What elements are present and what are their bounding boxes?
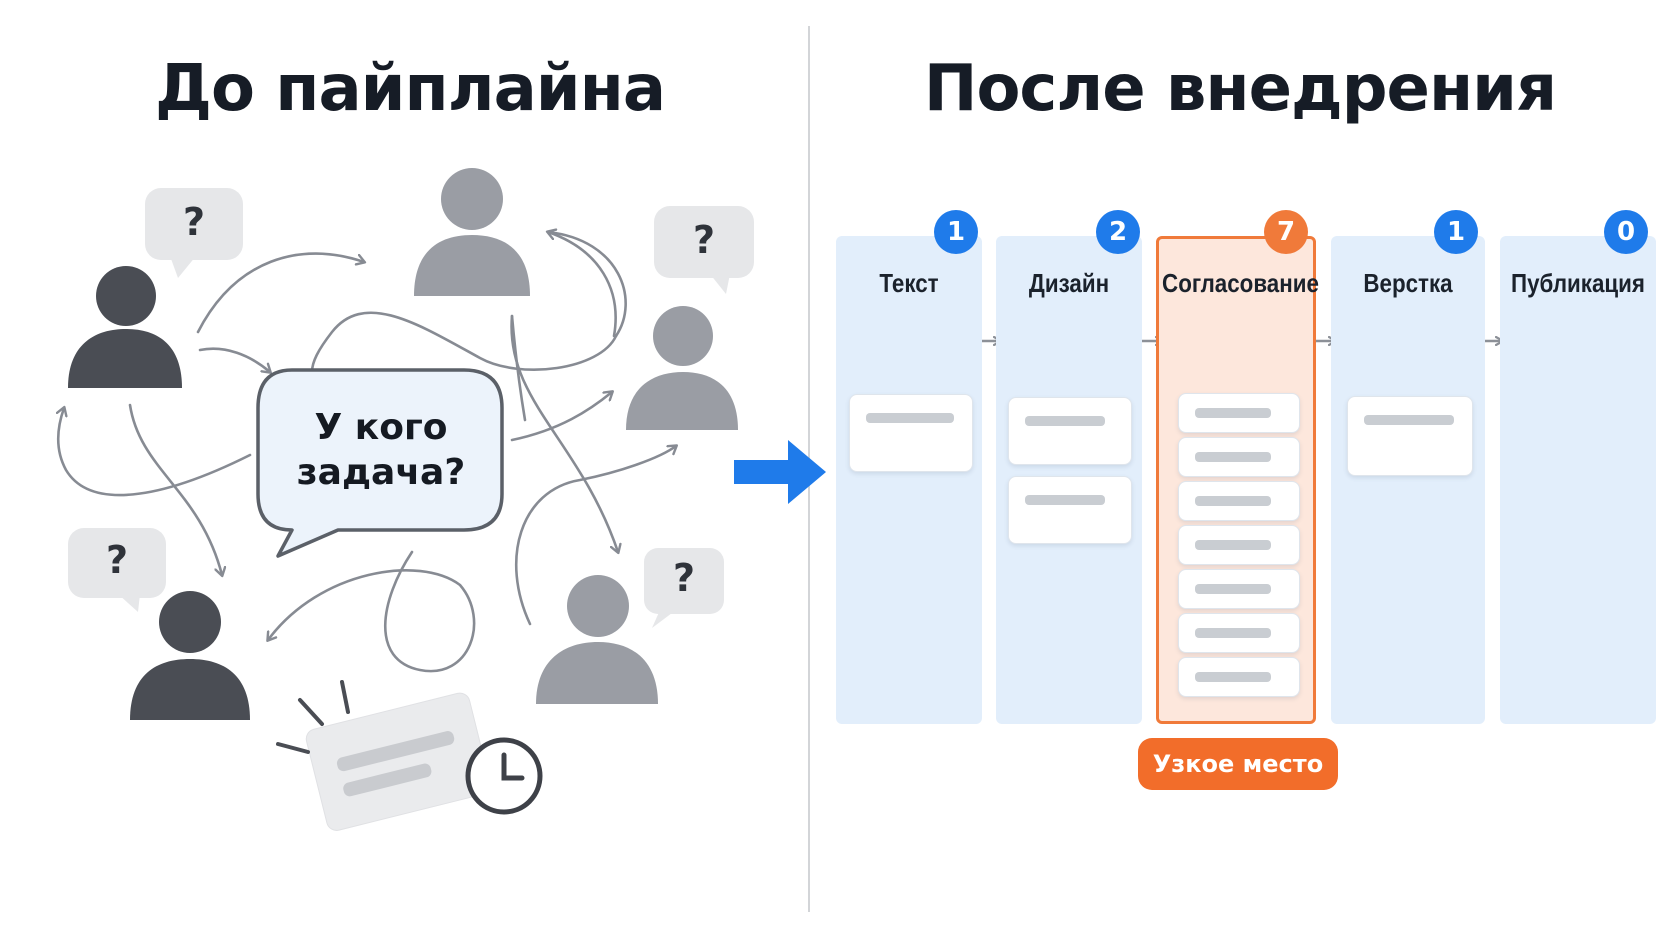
column-text (836, 236, 982, 724)
column-label-design: Дизайн (1028, 268, 1110, 298)
count-badge-approval: 7 (1264, 210, 1308, 254)
column-layout (1331, 236, 1485, 724)
column-label-publication: Публикация (1511, 268, 1645, 298)
person-icon-bottom-left-dark (130, 591, 250, 720)
task-card[interactable] (1178, 569, 1300, 609)
column-publication (1500, 236, 1656, 724)
person-icon-left-dark (68, 266, 182, 388)
column-label-layout: Верстка (1363, 268, 1453, 298)
task-card[interactable] (1178, 437, 1300, 477)
chaos-arrows (58, 232, 676, 673)
question-mark: ? (672, 556, 696, 600)
task-card[interactable] (1178, 393, 1300, 433)
question-mark: ? (105, 538, 129, 582)
person-icon-right (626, 306, 738, 430)
column-label-text: Текст (879, 268, 939, 298)
transition-arrow-icon (734, 440, 826, 504)
count-badge-design: 2 (1096, 210, 1140, 254)
person-icon-top (414, 168, 530, 296)
question-bubbles (68, 188, 754, 628)
before-title: До пайплайна (154, 52, 666, 126)
bubble-question-text: У кого задача? (296, 407, 466, 493)
task-card[interactable] (1347, 396, 1473, 476)
task-card[interactable] (1008, 476, 1132, 544)
task-card[interactable] (1178, 613, 1300, 653)
person-icon-bottom-right (536, 575, 658, 704)
task-card[interactable] (1178, 657, 1300, 697)
clock-icon (465, 737, 543, 815)
count-badge-publication: 0 (1604, 210, 1648, 254)
lost-task-card (276, 680, 491, 831)
count-badge-layout: 1 (1434, 210, 1478, 254)
task-card[interactable] (1178, 481, 1300, 521)
task-card[interactable] (1178, 525, 1300, 565)
column-label-approval: Согласование (1162, 268, 1319, 298)
question-mark: ? (182, 200, 206, 244)
bottleneck-badge: Узкое место (1138, 738, 1338, 790)
count-badge-text: 1 (934, 210, 978, 254)
main-speech-bubble (256, 368, 504, 558)
question-mark: ? (692, 218, 716, 262)
after-title: После внедрения (923, 52, 1557, 126)
task-card[interactable] (849, 394, 973, 472)
task-card[interactable] (1008, 397, 1132, 465)
